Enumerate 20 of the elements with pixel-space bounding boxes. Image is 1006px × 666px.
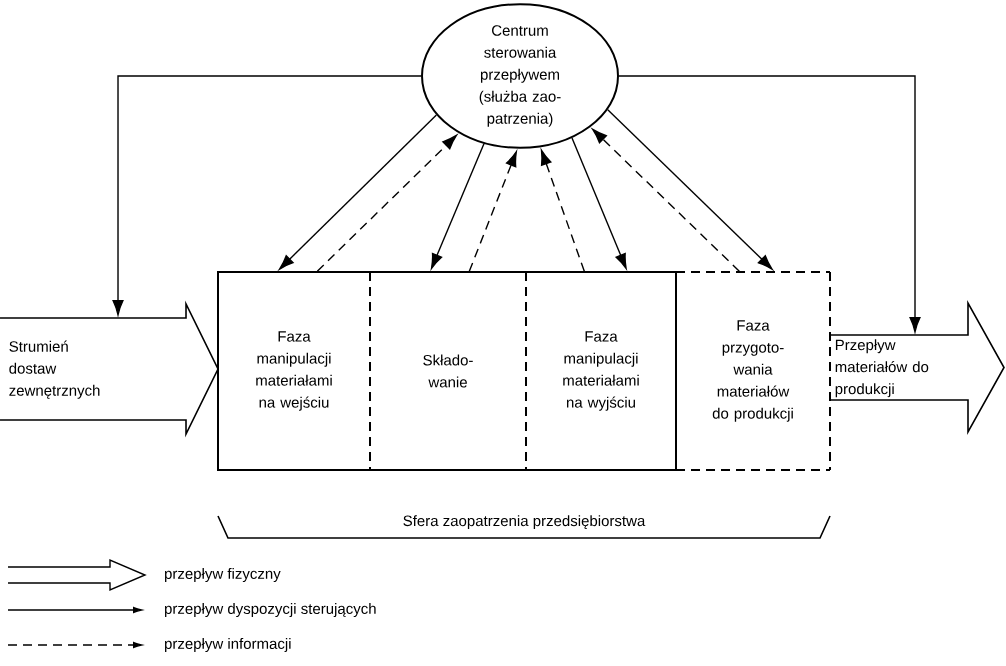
arrow [540,149,585,272]
legend-text: przepływ dyspozycji sterujących [165,603,376,617]
phase-box: Faza przygoto- wania materiałów do produkcji [675,271,831,471]
arrow [592,128,740,272]
node-text: Przepływ materiałów do produkcji [835,339,929,398]
arrow [278,114,438,270]
legend-text: przepływ informacji [165,638,291,652]
section-label: Sfera zaopatrzenia przedsiębiorstwa [403,515,646,530]
arrow [607,109,773,270]
arrow [430,143,485,269]
arrow [468,151,517,272]
arrow [618,75,921,333]
phase-box: Składo- wanie [369,271,527,471]
phase-box: Faza manipulacji materiałami na wejściu [217,270,371,472]
arrow [316,134,458,272]
node-text: Strumień dostaw zewnętrznych [9,340,100,399]
legend-text: przepływ fizyczny [165,568,281,582]
phase-box: Faza manipulacji materiałami na wyjściu [525,271,677,471]
arrow [571,137,627,269]
arrow [112,75,422,316]
